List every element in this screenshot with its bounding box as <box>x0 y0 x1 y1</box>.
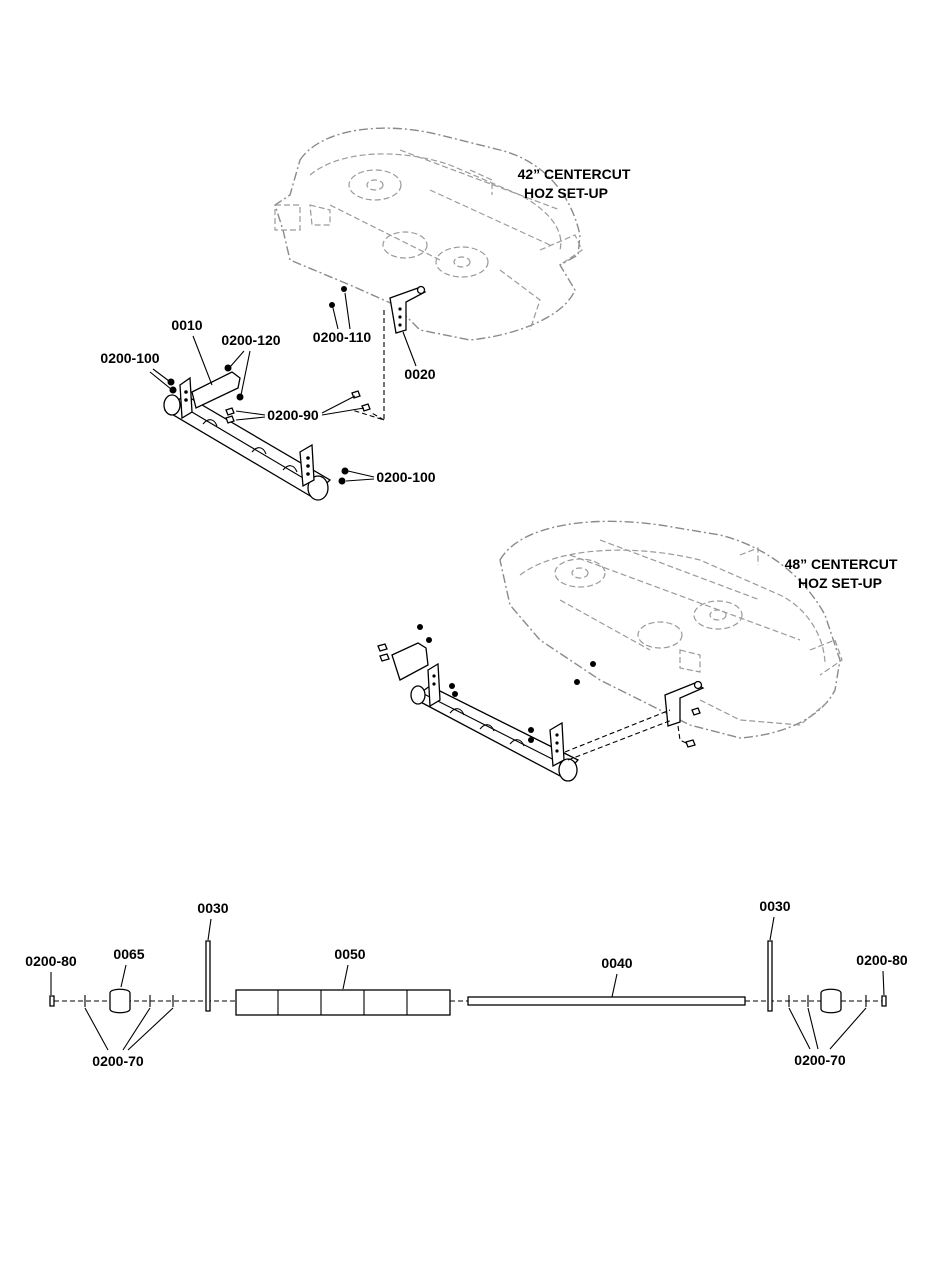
callout-0040: 0040 <box>601 955 632 971</box>
callout-0050: 0050 <box>334 946 365 962</box>
callout-0200-90: 0200-90 <box>267 407 319 423</box>
deck-42-phantom <box>274 127 583 341</box>
deck-48-phantom <box>499 520 843 739</box>
roller-exploded-view <box>49 940 887 1016</box>
callout-0200-110: 0200-110 <box>313 329 372 345</box>
setup-48-title-line1: 48” CENTERCUT <box>785 556 898 572</box>
roller-assembly-42 <box>163 371 332 501</box>
hardware-48 <box>377 624 701 761</box>
callout-0030-left: 0030 <box>197 900 228 916</box>
callouts-exploded: 0200-80 0065 0030 0050 0040 0030 0200-80… <box>25 898 908 1069</box>
callout-0030-right: 0030 <box>759 898 790 914</box>
roller-assembly-48 <box>391 642 705 782</box>
hardware-42 <box>167 285 427 485</box>
callout-0200-80-left: 0200-80 <box>25 953 77 969</box>
callout-0200-120: 0200-120 <box>221 332 280 348</box>
callout-0200-100-left: 0200-100 <box>100 350 159 366</box>
setup-42-title-line2: HOZ SET-UP <box>524 185 608 201</box>
callouts-42: 0010 0200-120 0200-100 0200-110 0020 020… <box>100 292 436 485</box>
callout-0200-100-right: 0200-100 <box>376 469 435 485</box>
callout-0065: 0065 <box>113 946 144 962</box>
callout-0200-70-left: 0200-70 <box>92 1053 144 1069</box>
callout-0010: 0010 <box>171 317 202 333</box>
setup-42-title-line1: 42” CENTERCUT <box>518 166 631 182</box>
callout-0200-80-right: 0200-80 <box>856 952 908 968</box>
setup-48-title-line2: HOZ SET-UP <box>798 575 882 591</box>
callout-0020: 0020 <box>404 366 435 382</box>
callout-0200-70-right: 0200-70 <box>794 1052 846 1068</box>
